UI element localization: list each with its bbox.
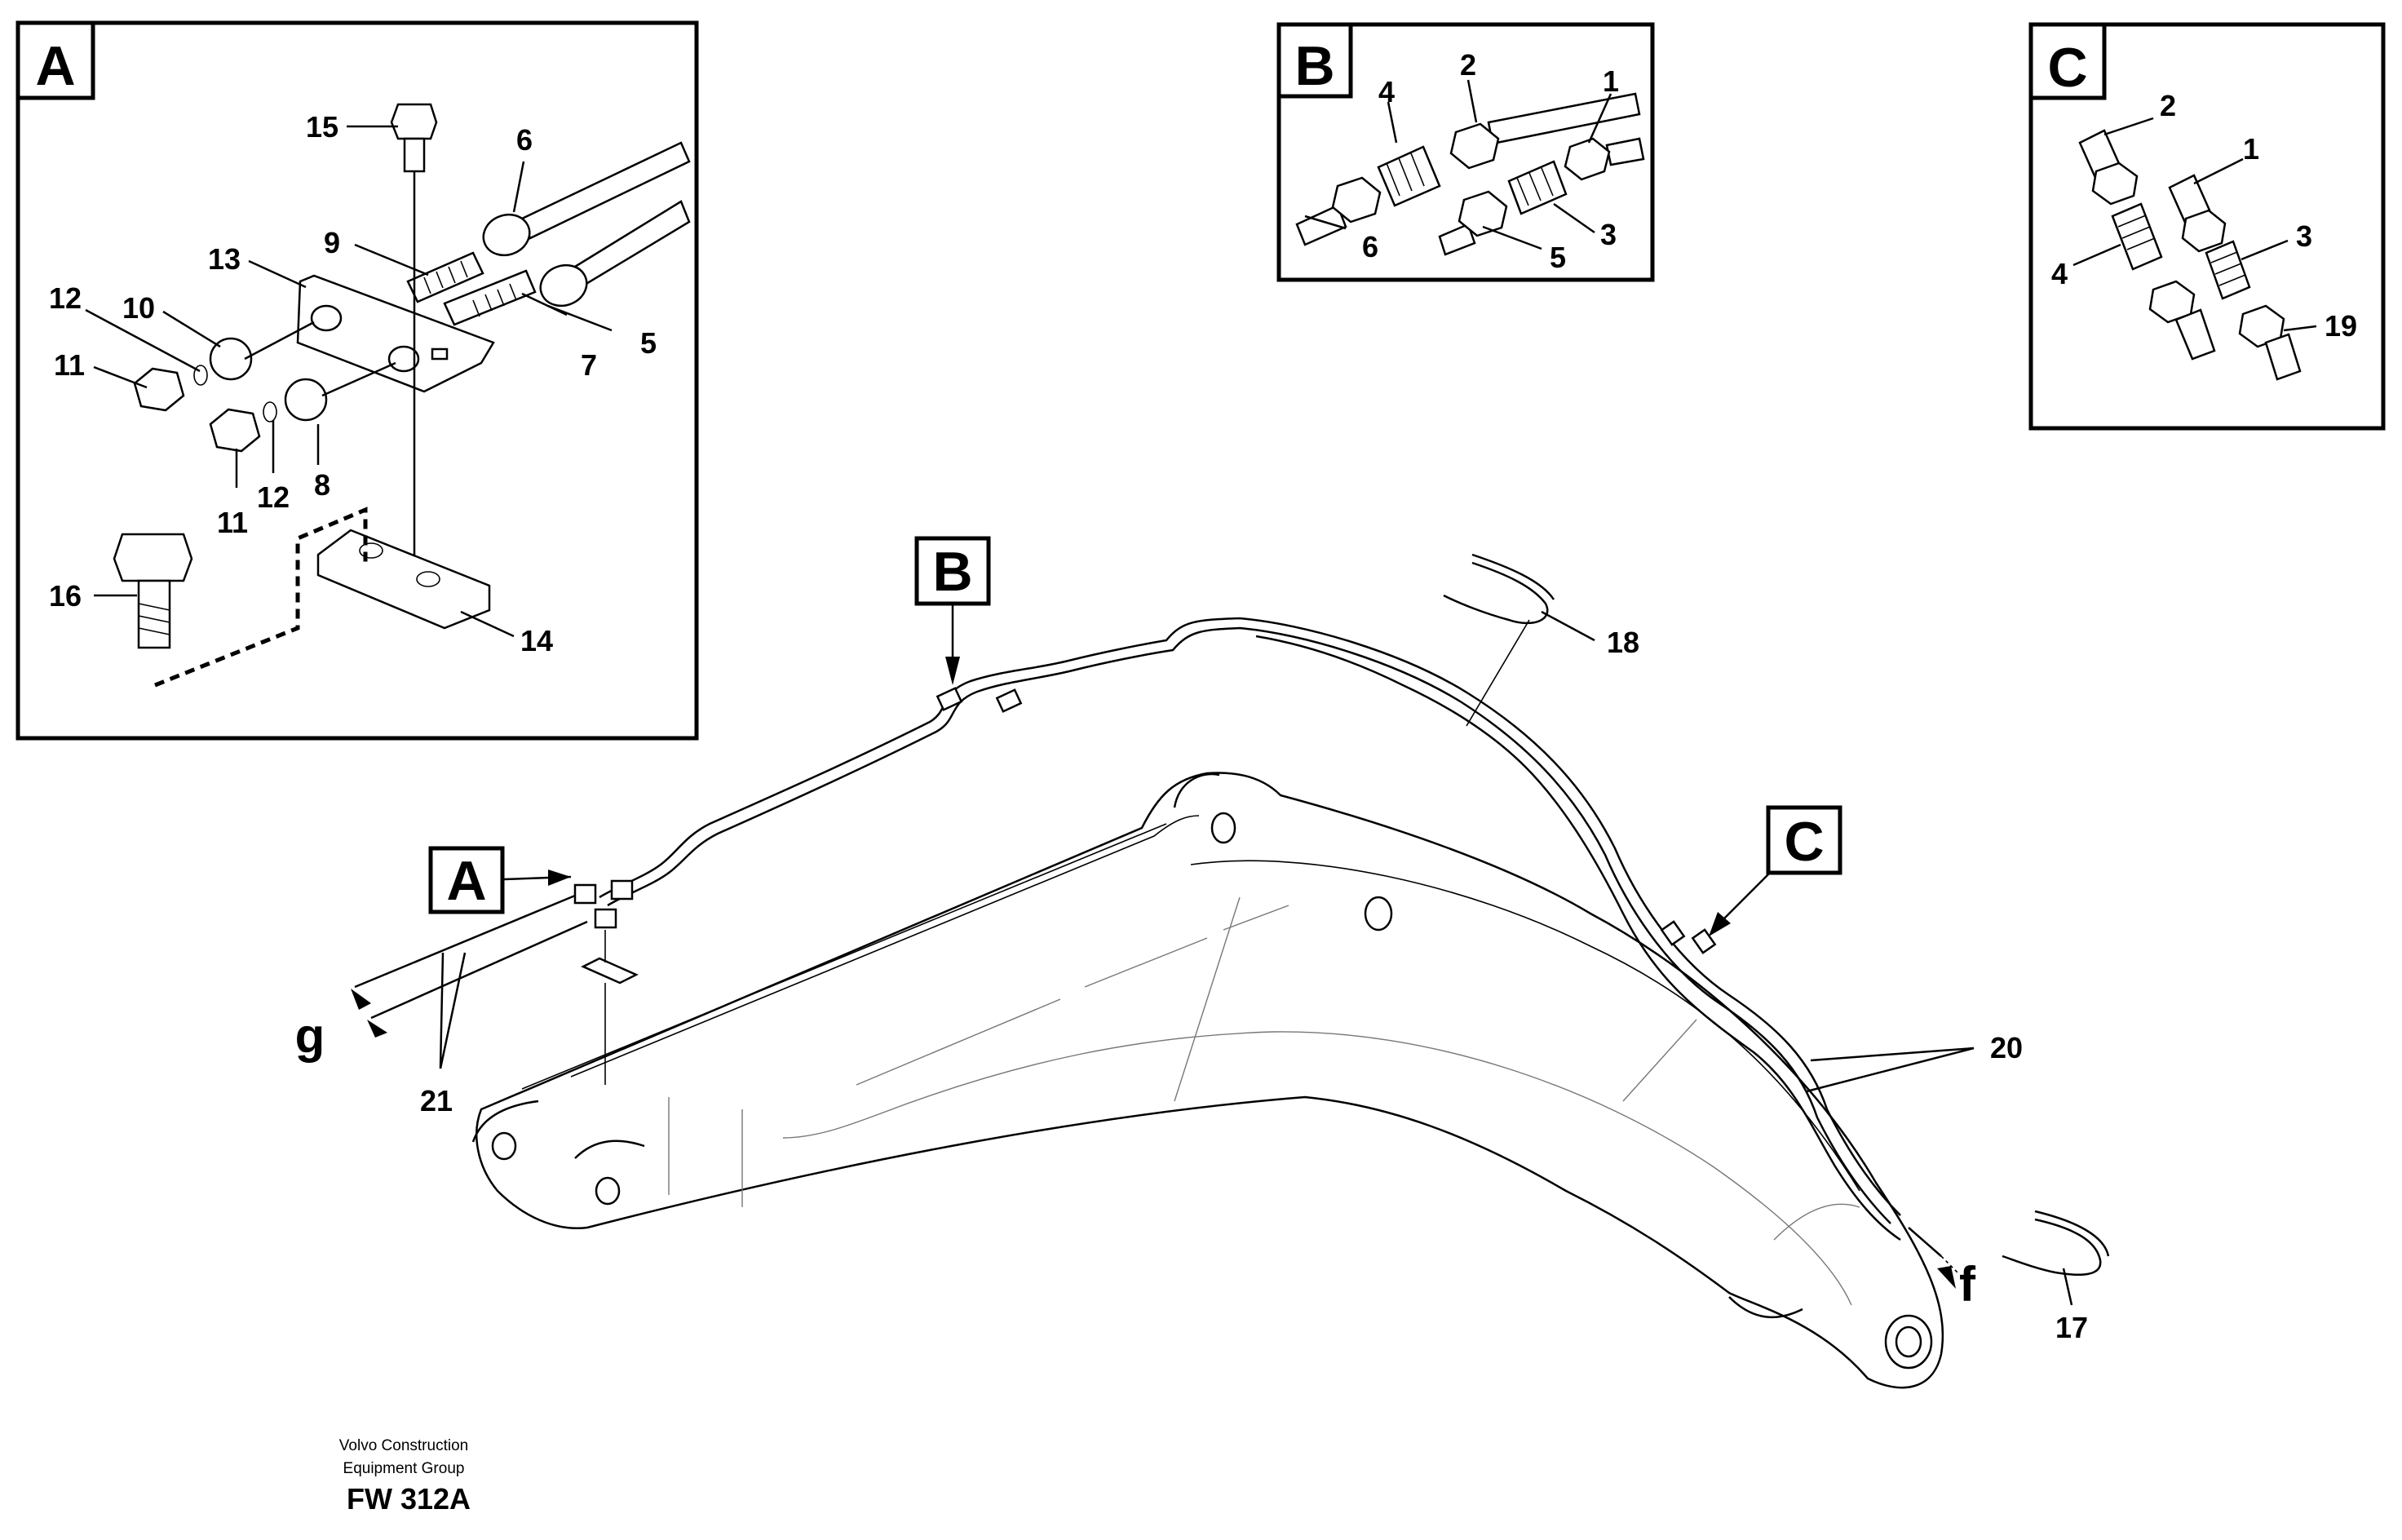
detail-c-frame — [2028, 22, 2386, 431]
detail-a-callout-9: 9 — [324, 226, 340, 259]
detail-c-lines — [2078, 129, 2302, 381]
footer-drawing-code: FW 312A — [347, 1482, 471, 1516]
detail-b-callout-1: 1 — [1603, 64, 1619, 98]
detail-b-tag: B — [1294, 35, 1334, 97]
detail-a-callout-12: 12 — [49, 281, 82, 315]
detail-a-callout-13: 13 — [208, 242, 241, 276]
boom-outline — [476, 772, 1944, 1389]
detail-a-callout-11: 11 — [54, 348, 85, 382]
detail-a-nuts — [133, 321, 396, 453]
detail-a-leaders — [85, 125, 613, 638]
detail-c-callout-4: 4 — [2051, 257, 2068, 290]
detail-b-callout-4: 4 — [1378, 75, 1395, 108]
detail-a-callout-12b: 12 — [257, 480, 290, 514]
detail-a-bracket — [296, 274, 495, 393]
detail-a-callout-15: 15 — [306, 110, 338, 144]
detail-c: C 2 1 3 4 19 — [2028, 22, 2386, 431]
detail-a-frame — [15, 20, 699, 741]
detail-b-frame — [1276, 22, 1655, 282]
pipe-run — [354, 553, 2110, 1277]
detail-a-callout-8: 8 — [314, 468, 330, 502]
main-callout-20: 20 — [1990, 1031, 2023, 1064]
detail-a-callout-10: 10 — [122, 291, 155, 325]
detail-a-callout-7: 7 — [581, 348, 597, 382]
detail-b-callout-2: 2 — [1460, 48, 1476, 82]
svg-text:f: f — [1959, 1257, 1976, 1312]
svg-text:B: B — [932, 541, 972, 603]
main-tag-c: C — [1709, 805, 1842, 936]
detail-a-fittings — [406, 251, 537, 326]
detail-c-callout-19: 19 — [2325, 309, 2357, 343]
boom-view — [471, 772, 1944, 1389]
footer-company-line1: Volvo Construction — [339, 1437, 468, 1454]
detail-a-callout-6: 6 — [516, 123, 533, 157]
detail-b-leaders — [1304, 79, 1612, 250]
detail-a-callout-16: 16 — [49, 579, 82, 613]
main-tag-b: B — [914, 536, 991, 685]
clip-17 — [2002, 1218, 2102, 1277]
clamp-a — [573, 879, 639, 1085]
main-leaders — [439, 610, 2073, 1306]
detail-a-callout-11b: 11 — [217, 506, 248, 539]
detail-a-tag-box — [15, 20, 95, 100]
detail-c-callout-3: 3 — [2296, 219, 2312, 253]
detail-c-callout-1: 1 — [2243, 132, 2259, 166]
main-callout-17: 17 — [2055, 1311, 2088, 1344]
detail-b-tag-box — [1276, 22, 1353, 99]
detail-b-callout-3: 3 — [1600, 218, 1617, 251]
main-callout-18: 18 — [1607, 626, 1639, 659]
detail-a-plate — [154, 507, 491, 688]
main-callout-21: 21 — [420, 1084, 453, 1117]
detail-c-leaders — [2072, 117, 2317, 332]
main-tag-a: A — [428, 846, 572, 914]
svg-text:A: A — [446, 850, 486, 912]
detail-a-bolt-15 — [390, 103, 438, 579]
detail-a: A — [15, 20, 699, 741]
detail-b: B 4 2 1 6 5 3 — [1276, 22, 1655, 282]
arrow-f: f — [1937, 1257, 1976, 1312]
detail-a-hoses — [482, 141, 691, 308]
footer-company-line2: Equipment Group — [343, 1460, 465, 1477]
detail-a-callout-5: 5 — [640, 326, 657, 360]
detail-a-callout-14: 14 — [520, 624, 553, 657]
detail-b-callout-6: 6 — [1362, 230, 1378, 263]
detail-c-callout-2: 2 — [2160, 89, 2176, 122]
svg-text:g: g — [295, 1008, 325, 1063]
detail-b-lines — [1295, 92, 1645, 256]
detail-a-tag: A — [35, 35, 75, 97]
detail-a-bolt-16 — [113, 533, 193, 649]
clip-18 — [1443, 561, 1549, 625]
detail-c-tag-box — [2028, 22, 2107, 100]
detail-c-tag: C — [2047, 37, 2087, 99]
footer: Volvo Construction Equipment Group FW 31… — [339, 1437, 471, 1516]
detail-b-callout-5: 5 — [1550, 241, 1566, 274]
svg-text:C: C — [1784, 811, 1824, 873]
arrow-g: g — [295, 989, 387, 1063]
